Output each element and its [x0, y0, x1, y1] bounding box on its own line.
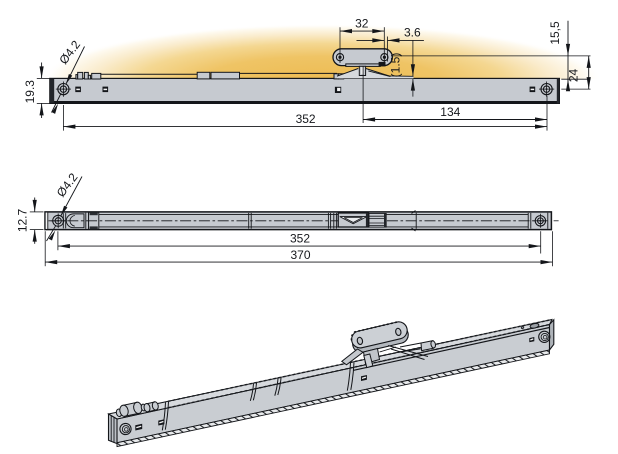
svg-text:32: 32: [355, 17, 369, 31]
svg-text:3.6: 3.6: [404, 25, 421, 39]
svg-text:24: 24: [567, 69, 581, 83]
svg-text:134: 134: [440, 105, 460, 119]
svg-text:12.7: 12.7: [16, 208, 30, 232]
svg-text:(1.5): (1.5): [389, 53, 403, 78]
svg-text:Ø4.2: Ø4.2: [54, 170, 81, 199]
svg-text:19.3: 19.3: [23, 80, 37, 104]
svg-text:15,5: 15,5: [548, 21, 562, 45]
svg-text:352: 352: [296, 112, 316, 126]
svg-text:352: 352: [290, 231, 310, 245]
svg-text:370: 370: [290, 248, 310, 262]
